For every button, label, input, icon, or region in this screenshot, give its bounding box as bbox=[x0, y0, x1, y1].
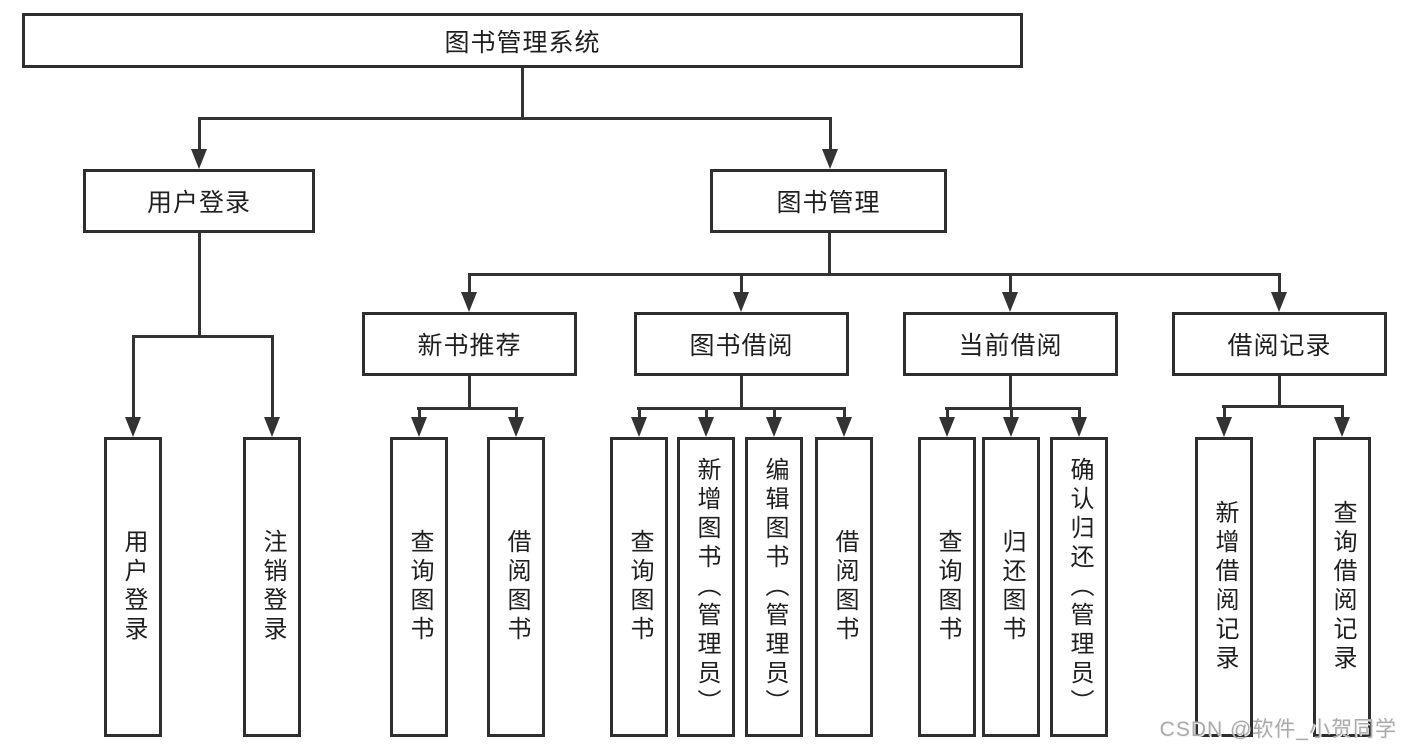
node-label: 当前借阅 bbox=[958, 332, 1063, 360]
node-label: 新书推荐 bbox=[417, 332, 522, 360]
leaf-label: 确认归还（管理员） bbox=[1066, 456, 1093, 718]
leaf-label: 查询图书 bbox=[626, 529, 653, 645]
arrow-down-icon bbox=[411, 417, 427, 437]
connector-line bbox=[740, 376, 743, 409]
leaf-label: 查询图书 bbox=[934, 529, 961, 645]
leaf-query-borrow-record: 查询借阅记录 bbox=[1313, 437, 1371, 737]
leaf-user-login: 用户登录 bbox=[104, 437, 162, 737]
arrow-down-icon bbox=[1334, 417, 1350, 437]
node-current-borrow: 当前借阅 bbox=[903, 312, 1118, 376]
connector-line bbox=[198, 117, 201, 149]
leaf-logout: 注销登录 bbox=[243, 437, 301, 737]
leaf-query-books-current: 查询图书 bbox=[918, 437, 976, 737]
node-user-login: 用户登录 bbox=[83, 169, 315, 233]
connector-line bbox=[132, 335, 274, 338]
connector-line bbox=[1341, 405, 1344, 417]
arrow-down-icon bbox=[733, 292, 749, 312]
arrow-down-icon bbox=[264, 417, 280, 437]
connector-line bbox=[843, 407, 846, 417]
connector-line bbox=[945, 407, 1081, 410]
connector-line bbox=[1010, 407, 1013, 417]
connector-line bbox=[1278, 376, 1281, 407]
arrow-down-icon bbox=[822, 149, 838, 169]
leaf-label: 编辑图书（管理员） bbox=[761, 456, 788, 718]
connector-line bbox=[829, 117, 832, 149]
node-book-borrow: 图书借阅 bbox=[634, 312, 849, 376]
node-new-book-recommend: 新书推荐 bbox=[362, 312, 577, 376]
leaf-borrow-books-recommend: 借阅图书 bbox=[487, 437, 545, 737]
connector-line bbox=[198, 117, 832, 120]
leaf-label: 查询图书 bbox=[406, 529, 433, 645]
leaf-return-books: 归还图书 bbox=[982, 437, 1040, 737]
arrow-down-icon bbox=[125, 417, 141, 437]
leaf-query-books-borrow: 查询图书 bbox=[610, 437, 668, 737]
node-book-management: 图书管理 bbox=[710, 169, 947, 233]
connector-line bbox=[417, 407, 518, 410]
leaf-label: 用户登录 bbox=[120, 529, 147, 645]
node-label: 借阅记录 bbox=[1227, 332, 1332, 360]
connector-line bbox=[705, 407, 708, 417]
node-label: 图书借阅 bbox=[689, 332, 794, 360]
arrow-down-icon bbox=[1002, 292, 1018, 312]
arrow-down-icon bbox=[1216, 417, 1232, 437]
arrow-down-icon bbox=[1003, 417, 1019, 437]
leaf-label: 借阅图书 bbox=[503, 529, 530, 645]
leaf-label: 查询借阅记录 bbox=[1329, 500, 1356, 674]
connector-line bbox=[198, 233, 201, 337]
arrow-down-icon bbox=[698, 417, 714, 437]
arrow-down-icon bbox=[508, 417, 524, 437]
arrow-down-icon bbox=[939, 417, 955, 437]
connector-line bbox=[1009, 376, 1012, 409]
node-borrow-records: 借阅记录 bbox=[1172, 312, 1387, 376]
leaf-query-books-recommend: 查询图书 bbox=[390, 437, 448, 737]
leaf-label: 归还图书 bbox=[998, 529, 1025, 645]
connector-line bbox=[1223, 405, 1226, 417]
connector-line bbox=[468, 273, 471, 292]
connector-line bbox=[638, 407, 641, 417]
leaf-edit-books-admin: 编辑图书（管理员） bbox=[745, 437, 803, 737]
connector-line bbox=[1078, 407, 1081, 417]
connector-line bbox=[132, 335, 135, 417]
leaf-label: 新增图书（管理员） bbox=[693, 456, 720, 718]
connector-line bbox=[468, 273, 1281, 276]
arrow-down-icon bbox=[836, 417, 852, 437]
leaf-add-books-admin: 新增图书（管理员） bbox=[677, 437, 735, 737]
node-label: 图书管理系统 bbox=[444, 28, 601, 57]
leaf-confirm-return-admin: 确认归还（管理员） bbox=[1050, 437, 1108, 737]
connector-line bbox=[828, 233, 831, 275]
connector-line bbox=[637, 407, 846, 410]
connector-line bbox=[1009, 273, 1012, 292]
connector-line bbox=[740, 273, 743, 292]
arrow-down-icon bbox=[766, 417, 782, 437]
connector-line bbox=[521, 68, 524, 119]
arrow-down-icon bbox=[631, 417, 647, 437]
node-root-system: 图书管理系统 bbox=[22, 13, 1023, 68]
leaf-label: 借阅图书 bbox=[831, 529, 858, 645]
node-label: 用户登录 bbox=[146, 189, 251, 217]
leaf-borrow-books: 借阅图书 bbox=[815, 437, 873, 737]
arrow-down-icon bbox=[1071, 417, 1087, 437]
csdn-watermark: CSDN @软件_小贺同学 bbox=[1159, 718, 1397, 741]
connector-line bbox=[468, 376, 471, 409]
leaf-label: 注销登录 bbox=[259, 529, 286, 645]
node-label: 图书管理 bbox=[776, 189, 881, 217]
arrow-down-icon bbox=[1271, 292, 1287, 312]
connector-line bbox=[946, 407, 949, 417]
leaf-label: 新增借阅记录 bbox=[1211, 500, 1238, 674]
connector-line bbox=[271, 335, 274, 417]
arrow-down-icon bbox=[461, 292, 477, 312]
connector-line bbox=[1278, 273, 1281, 292]
arrow-down-icon bbox=[191, 149, 207, 169]
leaf-add-borrow-record: 新增借阅记录 bbox=[1195, 437, 1253, 737]
connector-line bbox=[515, 407, 518, 417]
connector-line bbox=[773, 407, 776, 417]
connector-line bbox=[418, 407, 421, 417]
connector-line bbox=[1222, 405, 1344, 408]
